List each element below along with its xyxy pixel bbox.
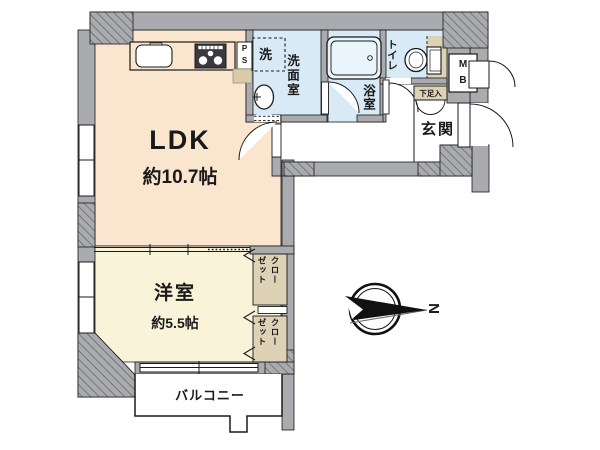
- windows: [78, 124, 259, 375]
- shoe-cabinet-doors: [415, 99, 446, 115]
- washing-machine-space: [251, 37, 286, 72]
- door-swing-arc: [488, 60, 516, 88]
- closet-lower-label-left: ゼット: [257, 318, 267, 347]
- closet-upper-label-left: ゼット: [257, 256, 267, 285]
- room-label-western: 洋室: [153, 283, 196, 304]
- door-swing-arc: [327, 81, 360, 114]
- closets: [242, 248, 288, 363]
- closet-upper: [252, 253, 288, 306]
- room-label-entrance: 玄関: [420, 121, 455, 138]
- entrance-door: [457, 102, 514, 148]
- pipe-space-line1: P: [241, 44, 248, 53]
- bathroom-door: [321, 81, 360, 115]
- duct-box: [232, 68, 253, 84]
- kitchen-counter: [129, 41, 236, 71]
- pillar-top-left: [89, 11, 134, 45]
- shoe-cabinet-label: 下足入: [419, 89, 442, 98]
- room-label-balcony: バルコニー: [175, 388, 245, 403]
- basin-icon: [253, 84, 275, 110]
- bathtub-icon: [326, 36, 382, 80]
- toilet-icon: [404, 46, 442, 75]
- pipe-space-line2: S: [241, 55, 248, 65]
- meter-box-line2: B: [459, 74, 467, 86]
- room-size-western: 約5.5帖: [151, 315, 199, 331]
- room-label-ldk: LDK: [149, 125, 211, 155]
- compass-north-label: N: [424, 303, 442, 314]
- room-label-toilet: トイレ: [386, 39, 398, 71]
- washing-machine-label: 洗: [259, 47, 273, 62]
- room-divider: [94, 244, 252, 255]
- room-size-ldk: 約10.7帖: [142, 167, 218, 188]
- meter-box-door: [468, 60, 516, 89]
- meter-box-label: M B: [452, 57, 474, 88]
- stove-icon: [194, 43, 227, 69]
- balcony-outline: [134, 374, 283, 433]
- door-swing-arc: [238, 121, 278, 161]
- shoe-cabinet-box: [413, 85, 448, 101]
- door-swing-arc: [469, 103, 514, 148]
- ldk-door: [238, 121, 282, 161]
- pipe-space-label: P S: [238, 43, 251, 66]
- washroom-sliding-door: [254, 115, 280, 122]
- compass-icon: [345, 282, 428, 336]
- pillar-top-right: [442, 11, 489, 49]
- meter-box-line1: M: [458, 59, 468, 70]
- closet-upper-label-right: クロー: [270, 256, 280, 285]
- closet-lower-label-right: クロー: [270, 318, 280, 347]
- kitchen-sink-icon: [135, 44, 173, 68]
- closet-lower: [252, 315, 288, 363]
- room-label-bathroom: 浴室: [361, 84, 375, 111]
- room-label-washroom: 洗面室: [285, 54, 299, 98]
- closet-door-markers: [242, 248, 256, 361]
- hatched-pillars: [77, 11, 489, 398]
